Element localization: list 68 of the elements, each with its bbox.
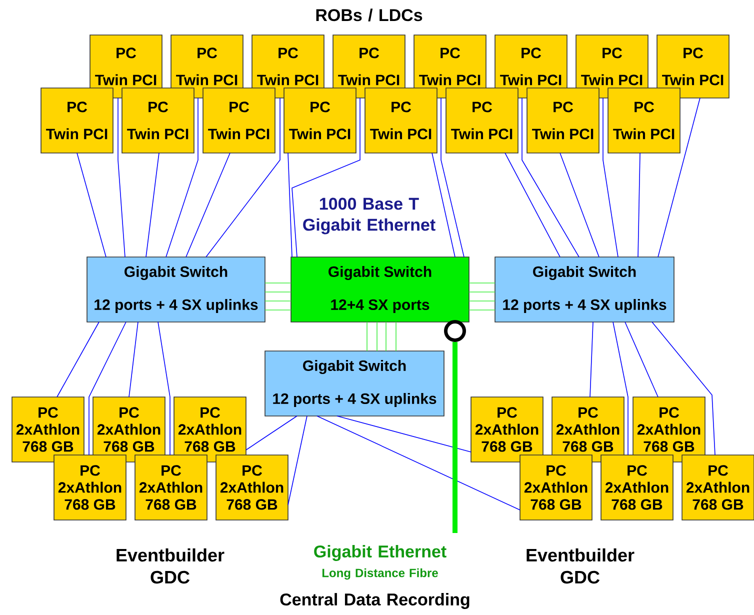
cable-line (292, 98, 360, 258)
switch-box: Gigabit Switch 12 ports + 4 SX uplinks (264, 350, 444, 416)
caption: Central Data Recording (280, 593, 470, 609)
cable-line (264, 282, 292, 284)
cable-line (288, 416, 308, 506)
pc-box: PC 2xAthlon 768 GB (92, 396, 166, 462)
cable-line (186, 152, 230, 258)
cable-line (624, 322, 658, 398)
cable-line (166, 98, 198, 258)
cable-line (288, 152, 292, 258)
network-label: 1000 Base T Gigabit Ethernet (303, 198, 436, 234)
pc-box: PC Twin PCI (40, 88, 114, 154)
cable-line (316, 416, 520, 510)
pc-box: PC 2xAthlon 768 GB (552, 396, 624, 462)
cable-line (158, 322, 170, 456)
pc-box: PC Twin PCI (446, 88, 518, 154)
pc-box: PC 2xAthlon 768 GB (216, 454, 288, 520)
pc-box: PC Twin PCI (202, 88, 276, 154)
cable-line (88, 322, 126, 456)
pc-box: PC 2xAthlon 768 GB (134, 454, 208, 520)
switch-box: Gigabit Switch 12 ports + 4 SX uplinks (86, 256, 266, 322)
pc-box: PC Twin PCI (364, 88, 438, 154)
cable-line (440, 98, 464, 258)
pc-box: PC 2xAthlon 768 GB (12, 396, 84, 462)
pc-box: PC 2xAthlon 768 GB (174, 396, 246, 462)
cable-line (376, 322, 378, 352)
cable-line (522, 98, 580, 258)
cable-line (264, 300, 292, 302)
cable-label: Long Distance Fibre (322, 568, 438, 580)
cable-line (76, 152, 106, 258)
cable-line (118, 98, 126, 258)
pc-box: PC 2xAthlon 768 GB (520, 454, 592, 520)
cable-line (128, 322, 138, 398)
heading: ROBs / LDCs (316, 8, 422, 22)
pc-box: PC 2xAthlon 768 GB (470, 396, 544, 462)
cable-line (206, 98, 280, 258)
group-label: Eventbuilder GDC (116, 548, 224, 584)
pc-box: PC Twin PCI (608, 88, 680, 154)
cable-line (602, 98, 618, 258)
pc-box: PC Twin PCI (656, 34, 730, 98)
ring-connector (444, 320, 466, 342)
cable-label: Gigabit Ethernet (314, 545, 446, 561)
cable-line (246, 416, 298, 450)
cable-line (612, 322, 628, 456)
group-label: Eventbuilder GDC (526, 548, 634, 584)
pc-box: PC Twin PCI (122, 88, 194, 154)
cable-line (432, 152, 456, 258)
cable-line (468, 300, 496, 302)
pc-box: PC 2xAthlon 768 GB (54, 454, 126, 520)
cable-line (336, 416, 472, 452)
cable-line (366, 322, 368, 352)
cable-line (560, 152, 600, 258)
cable-line (56, 322, 100, 398)
pc-box: PC Twin PCI (284, 88, 356, 154)
cable-line (652, 322, 716, 456)
fibre-line (452, 342, 458, 533)
cable-line (146, 152, 160, 258)
switch-box: Gigabit Switch 12+4 SX ports (290, 256, 470, 322)
pc-box: PC 2xAthlon 768 GB (682, 454, 754, 520)
cable-line (638, 152, 640, 258)
cable-line (658, 98, 700, 258)
switch-box: Gigabit Switch 12 ports + 4 SX uplinks (494, 256, 674, 322)
cable-line (590, 322, 594, 398)
pc-box: PC Twin PCI (526, 88, 600, 154)
pc-box: PC 2xAthlon 768 GB (632, 396, 706, 462)
cable-line (468, 282, 496, 284)
pc-box: PC 2xAthlon 768 GB (600, 454, 674, 520)
cable-line (504, 152, 560, 258)
